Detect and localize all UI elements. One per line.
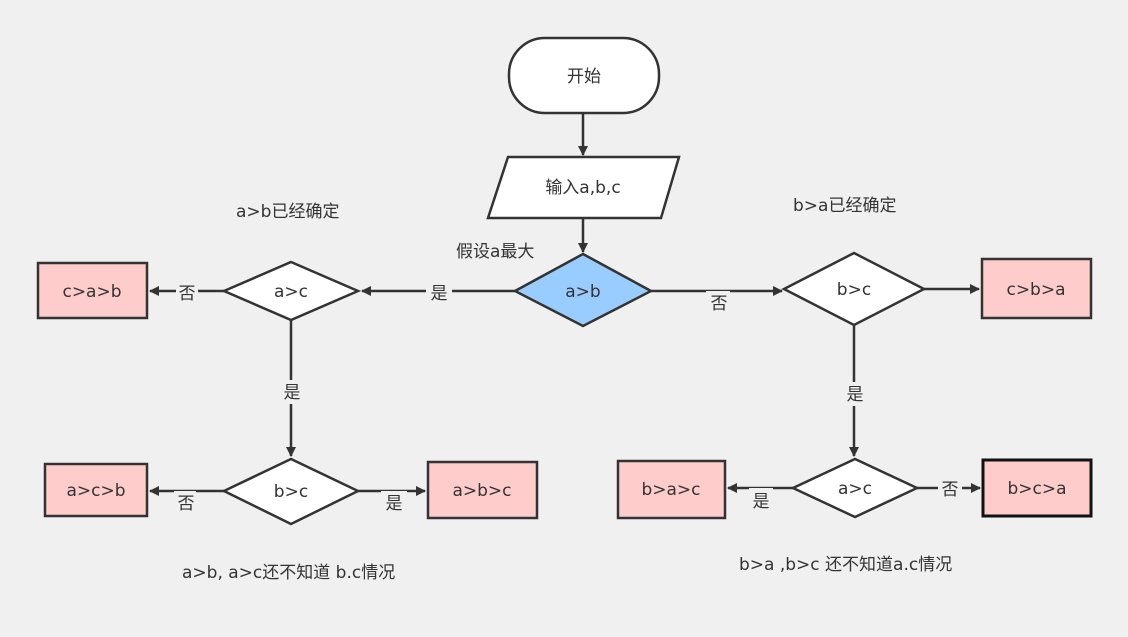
result-abc: a>b>c xyxy=(426,460,539,520)
decision-bc-right-label: b>c xyxy=(837,280,871,300)
decision-ac-right: a>c xyxy=(790,457,920,519)
note-right-bottom: b>a ,b>c 还不知道a.c情况 xyxy=(739,555,952,575)
result-acb: a>c>b xyxy=(43,462,149,518)
edge-label-bcl-yes: 是 xyxy=(386,494,403,514)
result-cba: c>b>a xyxy=(980,257,1093,320)
edge-label-acl-no: 否 xyxy=(179,284,196,304)
edge-label-bcr-yes: 是 xyxy=(847,385,864,405)
result-abc-label: a>b>c xyxy=(452,481,511,501)
edge-label-ab-yes: 是 xyxy=(431,284,448,304)
note-left-bottom: a>b, a>c还不知道 b.c情况 xyxy=(182,563,395,583)
edge-label-acr-no: 否 xyxy=(942,480,959,500)
note-right-top: b>a已经确定 xyxy=(793,196,896,216)
decision-ab: a>b xyxy=(512,252,654,328)
decision-ac-left: a>c xyxy=(220,260,362,322)
result-acb-label: a>c>b xyxy=(66,481,125,501)
start-node: 开始 xyxy=(507,36,661,115)
result-cab: c>a>b xyxy=(36,261,149,320)
decision-bc-left: b>c xyxy=(221,457,361,526)
result-bac-label: b>a>c xyxy=(641,480,700,500)
decision-ac-right-label: a>c xyxy=(838,479,872,499)
result-cab-label: c>a>b xyxy=(62,282,121,302)
edge-label-acr-yes: 是 xyxy=(753,492,770,512)
result-bac: b>a>c xyxy=(616,459,727,520)
edge-label-bcl-no: 否 xyxy=(178,494,195,514)
input-node: 输入a,b,c xyxy=(486,155,681,220)
edge-label-acl-yes: 是 xyxy=(284,383,301,403)
result-bca: b>c>a xyxy=(981,458,1093,518)
result-cba-label: c>b>a xyxy=(1006,280,1065,300)
note-assume: 假设a最大 xyxy=(456,242,534,262)
decision-ab-label: a>b xyxy=(565,282,600,302)
decision-bc-right: b>c xyxy=(781,251,927,327)
decision-ac-left-label: a>c xyxy=(274,282,308,302)
decision-bc-left-label: b>c xyxy=(274,482,308,502)
start-label: 开始 xyxy=(567,67,601,87)
input-label: 输入a,b,c xyxy=(545,178,620,198)
result-bca-label: b>c>a xyxy=(1007,479,1066,499)
note-left-top: a>b已经确定 xyxy=(236,202,339,222)
edge-label-ab-no: 否 xyxy=(711,294,728,314)
